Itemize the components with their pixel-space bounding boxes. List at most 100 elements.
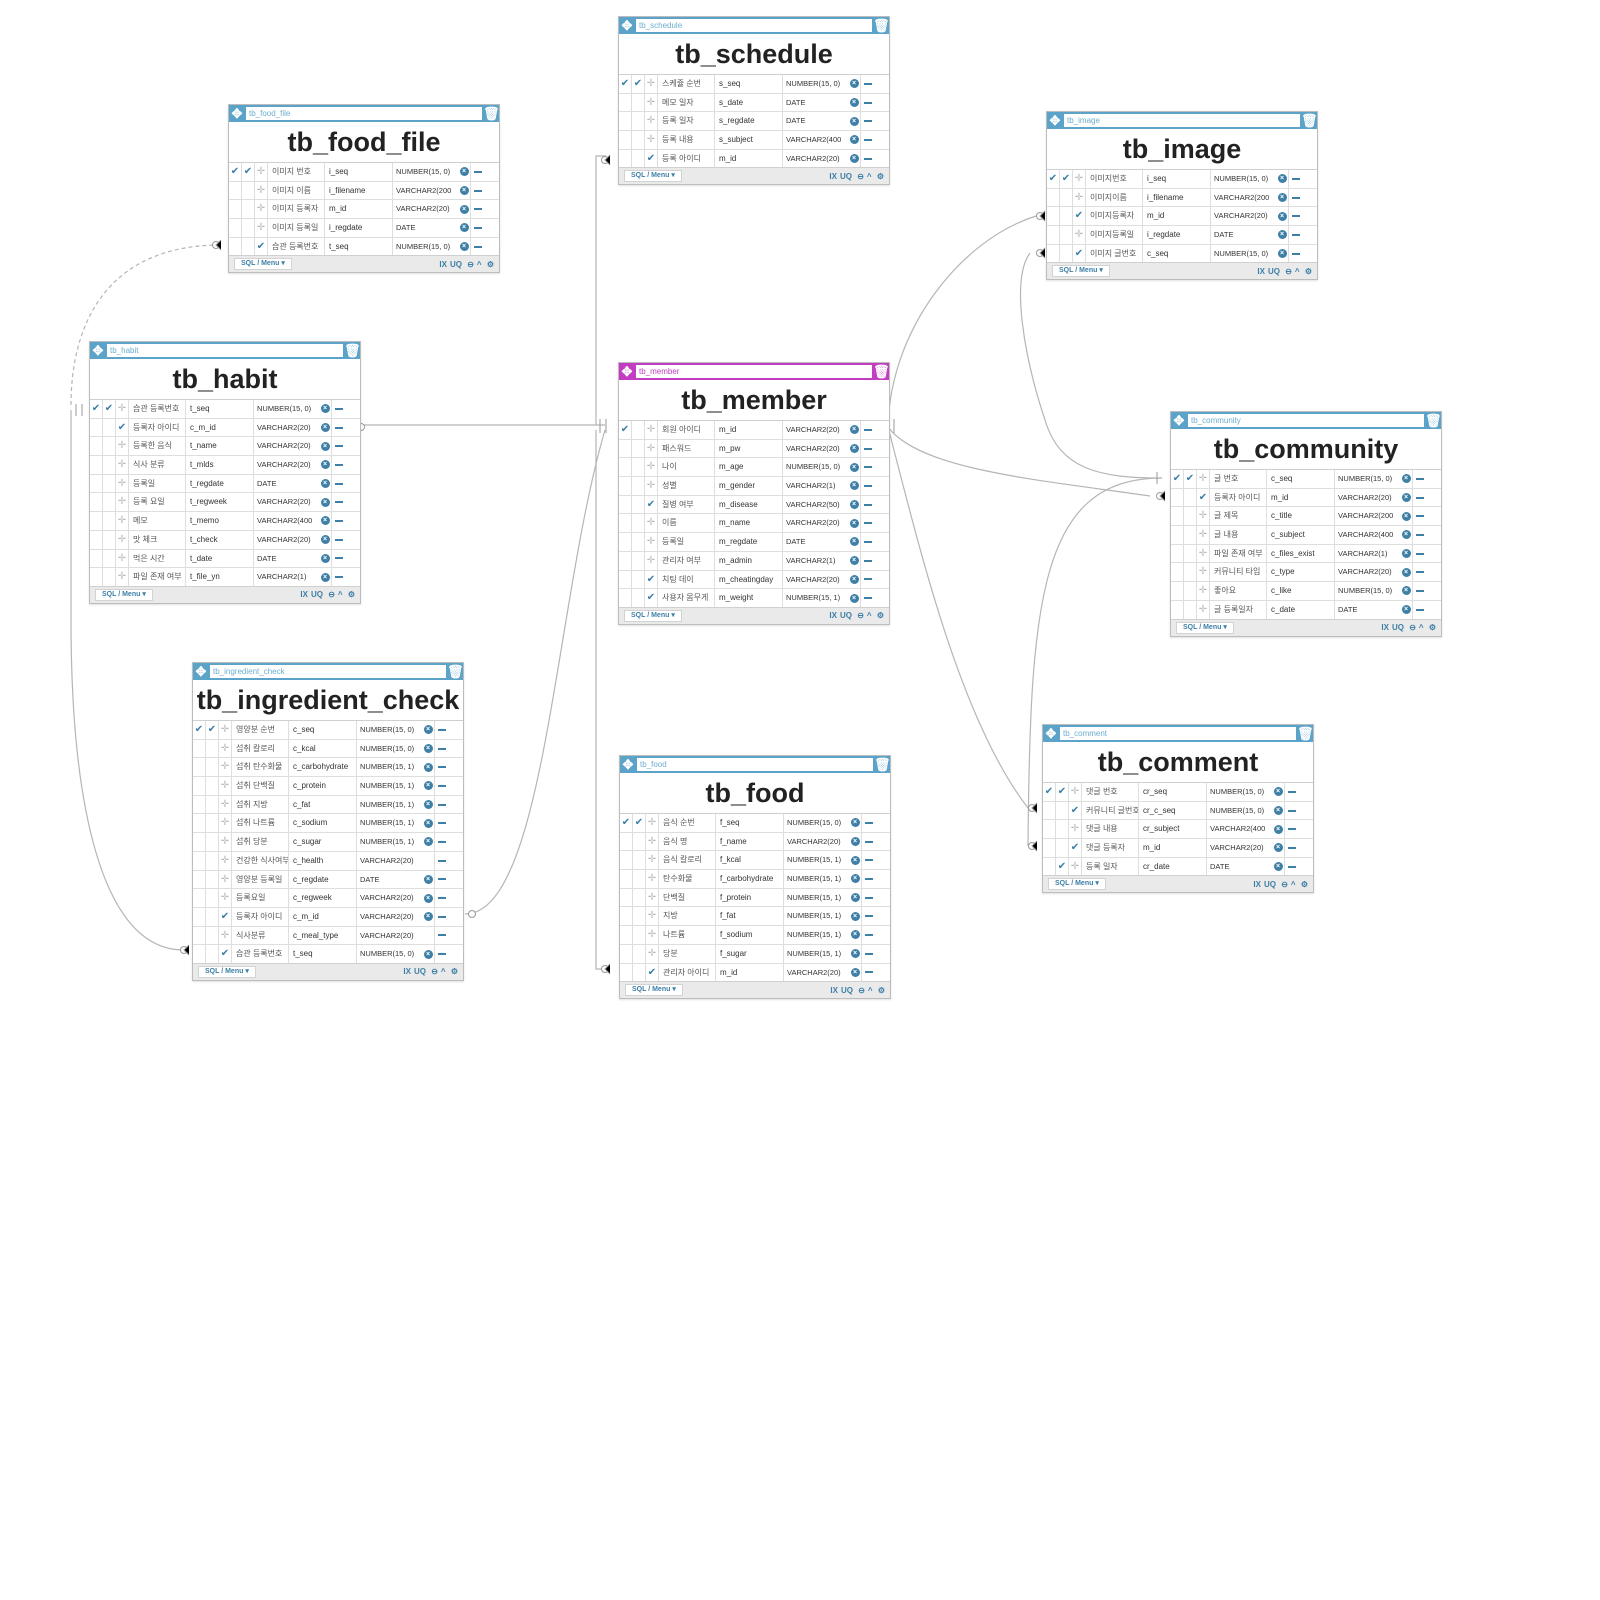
notnull-checkbox[interactable] <box>633 888 646 907</box>
column-type[interactable]: NUMBER(15, 1) <box>787 874 842 884</box>
gear-icon[interactable]: ⚙ <box>876 611 884 621</box>
column-logical-name[interactable]: 등록한 음식 <box>129 437 186 456</box>
add-icon[interactable]: ✛ <box>219 777 232 795</box>
column-type[interactable]: DATE <box>396 223 416 233</box>
column-type[interactable]: VARCHAR2(20) <box>360 893 414 903</box>
add-icon[interactable]: ✛ <box>1073 226 1086 244</box>
add-icon[interactable]: ✛ <box>1197 470 1210 488</box>
column-type[interactable]: NUMBER(15, 0) <box>786 462 841 472</box>
column-logical-name[interactable]: 이미지 등록자 <box>268 200 325 219</box>
notnull-checkbox[interactable] <box>632 551 645 570</box>
default-clear-icon[interactable]: × <box>848 571 860 589</box>
pk-checkbox[interactable] <box>619 589 632 607</box>
uq-button[interactable]: UQ <box>839 611 852 621</box>
notnull-checkbox[interactable] <box>1060 188 1073 207</box>
uq-button[interactable]: UQ <box>310 590 323 600</box>
default-clear-icon[interactable]: × <box>848 477 860 495</box>
notnull-checkbox[interactable] <box>206 907 219 926</box>
notnull-checkbox[interactable] <box>103 512 116 530</box>
comment-icon[interactable]: ⊖ <box>467 259 474 269</box>
column-type[interactable]: VARCHAR2(20) <box>1214 211 1268 221</box>
notnull-checkbox[interactable] <box>103 549 116 568</box>
default-clear-icon[interactable]: × <box>1276 170 1288 188</box>
column-logical-name[interactable]: 커뮤니티 글번호 <box>1082 801 1139 820</box>
comment-icon[interactable]: ⊖ <box>328 590 335 600</box>
column-type[interactable]: NUMBER(15, 1) <box>786 593 841 603</box>
pk-checkbox[interactable] <box>620 851 633 870</box>
pk-checkbox[interactable] <box>193 739 206 758</box>
ix-button[interactable]: IX <box>829 611 837 621</box>
default-clear-icon[interactable]: × <box>1400 601 1412 619</box>
remove-column-icon[interactable] <box>331 437 345 456</box>
notnull-checkbox[interactable] <box>206 945 219 963</box>
notnull-checkbox[interactable] <box>206 758 219 777</box>
pk-checkbox[interactable] <box>1047 188 1060 207</box>
default-clear-icon[interactable]: × <box>849 926 861 944</box>
notnull-checkbox[interactable] <box>632 112 645 131</box>
pk-checkbox[interactable] <box>229 237 242 256</box>
remove-column-icon[interactable] <box>860 589 874 607</box>
pk-checkbox[interactable] <box>193 945 206 963</box>
column-physical-name[interactable]: c_sodium <box>289 814 357 833</box>
notnull-checkbox[interactable] <box>206 870 219 889</box>
notnull-checkbox[interactable] <box>632 495 645 514</box>
column-type[interactable]: DATE <box>1214 230 1234 240</box>
column-logical-name[interactable]: 섭취 당분 <box>232 833 289 851</box>
column-type[interactable]: VARCHAR2(20) <box>257 422 311 432</box>
remove-column-icon[interactable] <box>434 889 448 907</box>
column-logical-name[interactable]: 습관 등록번호 <box>232 945 289 963</box>
column-logical-name[interactable]: 이미지등록일 <box>1086 226 1143 244</box>
column-type[interactable]: NUMBER(15, 0) <box>360 725 415 734</box>
pk-checkbox[interactable] <box>619 477 632 495</box>
remove-column-icon[interactable] <box>434 851 448 870</box>
column-physical-name[interactable]: f_sugar <box>716 944 784 963</box>
default-clear-icon[interactable]: × <box>1400 526 1412 544</box>
pk-checkbox[interactable] <box>620 944 633 963</box>
fk-check-icon[interactable]: ✔ <box>219 945 232 963</box>
add-icon[interactable]: ✛ <box>1197 526 1210 544</box>
add-icon[interactable]: ✛ <box>116 400 129 418</box>
add-icon[interactable]: ✛ <box>645 112 658 131</box>
notnull-checkbox[interactable] <box>242 181 255 200</box>
gear-icon[interactable]: ⚙ <box>877 985 885 995</box>
column-type[interactable]: VARCHAR2(1) <box>786 481 836 491</box>
column-type[interactable]: VARCHAR2(20) <box>786 518 840 528</box>
drag-move-icon[interactable]: ✥ <box>1049 113 1061 128</box>
default-clear-icon[interactable]: × <box>849 814 861 832</box>
remove-column-icon[interactable] <box>1284 801 1298 820</box>
pk-checkbox[interactable] <box>619 533 632 551</box>
ix-button[interactable]: IX <box>439 259 447 269</box>
column-type[interactable]: VARCHAR2(50) <box>786 499 840 509</box>
column-logical-name[interactable]: 파일 존재 여부 <box>129 568 186 586</box>
trash-icon[interactable]: 🗑 <box>1297 726 1314 741</box>
column-type[interactable]: NUMBER(15, 1) <box>787 911 842 921</box>
fk-check-icon[interactable]: ✔ <box>255 237 268 256</box>
column-physical-name[interactable]: c_protein <box>289 777 357 795</box>
remove-column-icon[interactable] <box>1284 783 1298 801</box>
pk-checkbox[interactable]: ✔ <box>1043 783 1056 801</box>
remove-column-icon[interactable] <box>434 758 448 777</box>
default-clear-icon[interactable]: × <box>849 907 861 925</box>
default-clear-icon[interactable]: × <box>848 75 860 93</box>
notnull-checkbox[interactable]: ✔ <box>633 814 646 832</box>
notnull-checkbox[interactable] <box>242 219 255 237</box>
column-type[interactable]: NUMBER(15, 0) <box>787 818 842 827</box>
default-clear-icon[interactable]: × <box>1400 507 1412 525</box>
pk-checkbox[interactable] <box>90 456 103 474</box>
remove-column-icon[interactable] <box>434 777 448 795</box>
column-logical-name[interactable]: 치팅 데이 <box>658 570 715 589</box>
drag-move-icon[interactable]: ✥ <box>231 106 243 121</box>
table-tb-ingredient-check[interactable]: ✥ tb_ingredient_check 🗑 tb_ingredient_ch… <box>192 662 464 981</box>
